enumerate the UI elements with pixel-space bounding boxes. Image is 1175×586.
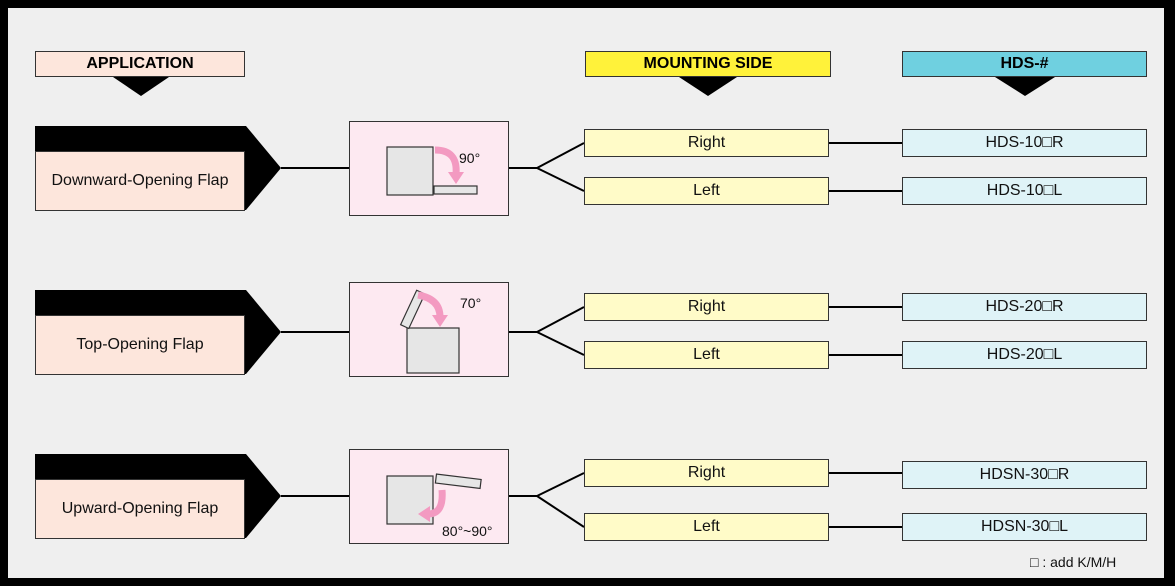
hds-model-20-right: HDS-20□R bbox=[902, 293, 1147, 321]
hds-model-30-right: HDSN-30□R bbox=[902, 461, 1147, 489]
figure-downward-opening: 90° bbox=[349, 121, 509, 216]
hds-header-pointer bbox=[995, 77, 1055, 96]
mounting-side-header: MOUNTING SIDE bbox=[585, 51, 831, 77]
figure-top-opening: 70° bbox=[349, 282, 509, 377]
hds-model-20-left: HDS-20□L bbox=[902, 341, 1147, 369]
mounting-side-left-2: Left bbox=[584, 341, 829, 369]
mounting-side-header-pointer bbox=[679, 77, 737, 96]
hds-model-10-left: HDS-10□L bbox=[902, 177, 1147, 205]
mounting-side-left-1: Left bbox=[584, 177, 829, 205]
angle-label-80-90: 80°~90° bbox=[442, 523, 493, 539]
application-header: APPLICATION bbox=[35, 51, 245, 77]
angle-label-90: 90° bbox=[459, 150, 481, 166]
angle-label-70: 70° bbox=[460, 295, 482, 311]
hds-header: HDS-# bbox=[902, 51, 1147, 77]
application-downward-opening-flap: Downward-Opening Flap bbox=[35, 151, 245, 211]
mounting-side-right-3: Right bbox=[584, 459, 829, 487]
application-upward-opening-flap: Upward-Opening Flap bbox=[35, 479, 245, 539]
hds-model-30-left: HDSN-30□L bbox=[902, 513, 1147, 541]
mounting-side-right-1: Right bbox=[584, 129, 829, 157]
hds-model-10-right: HDS-10□R bbox=[902, 129, 1147, 157]
footnote-add-kmh: □ : add K/M/H bbox=[1030, 554, 1117, 570]
figure-upward-opening: 80°~90° bbox=[349, 449, 509, 544]
mounting-side-left-3: Left bbox=[584, 513, 829, 541]
mounting-side-right-2: Right bbox=[584, 293, 829, 321]
application-header-pointer bbox=[113, 77, 169, 96]
application-top-opening-flap: Top-Opening Flap bbox=[35, 315, 245, 375]
